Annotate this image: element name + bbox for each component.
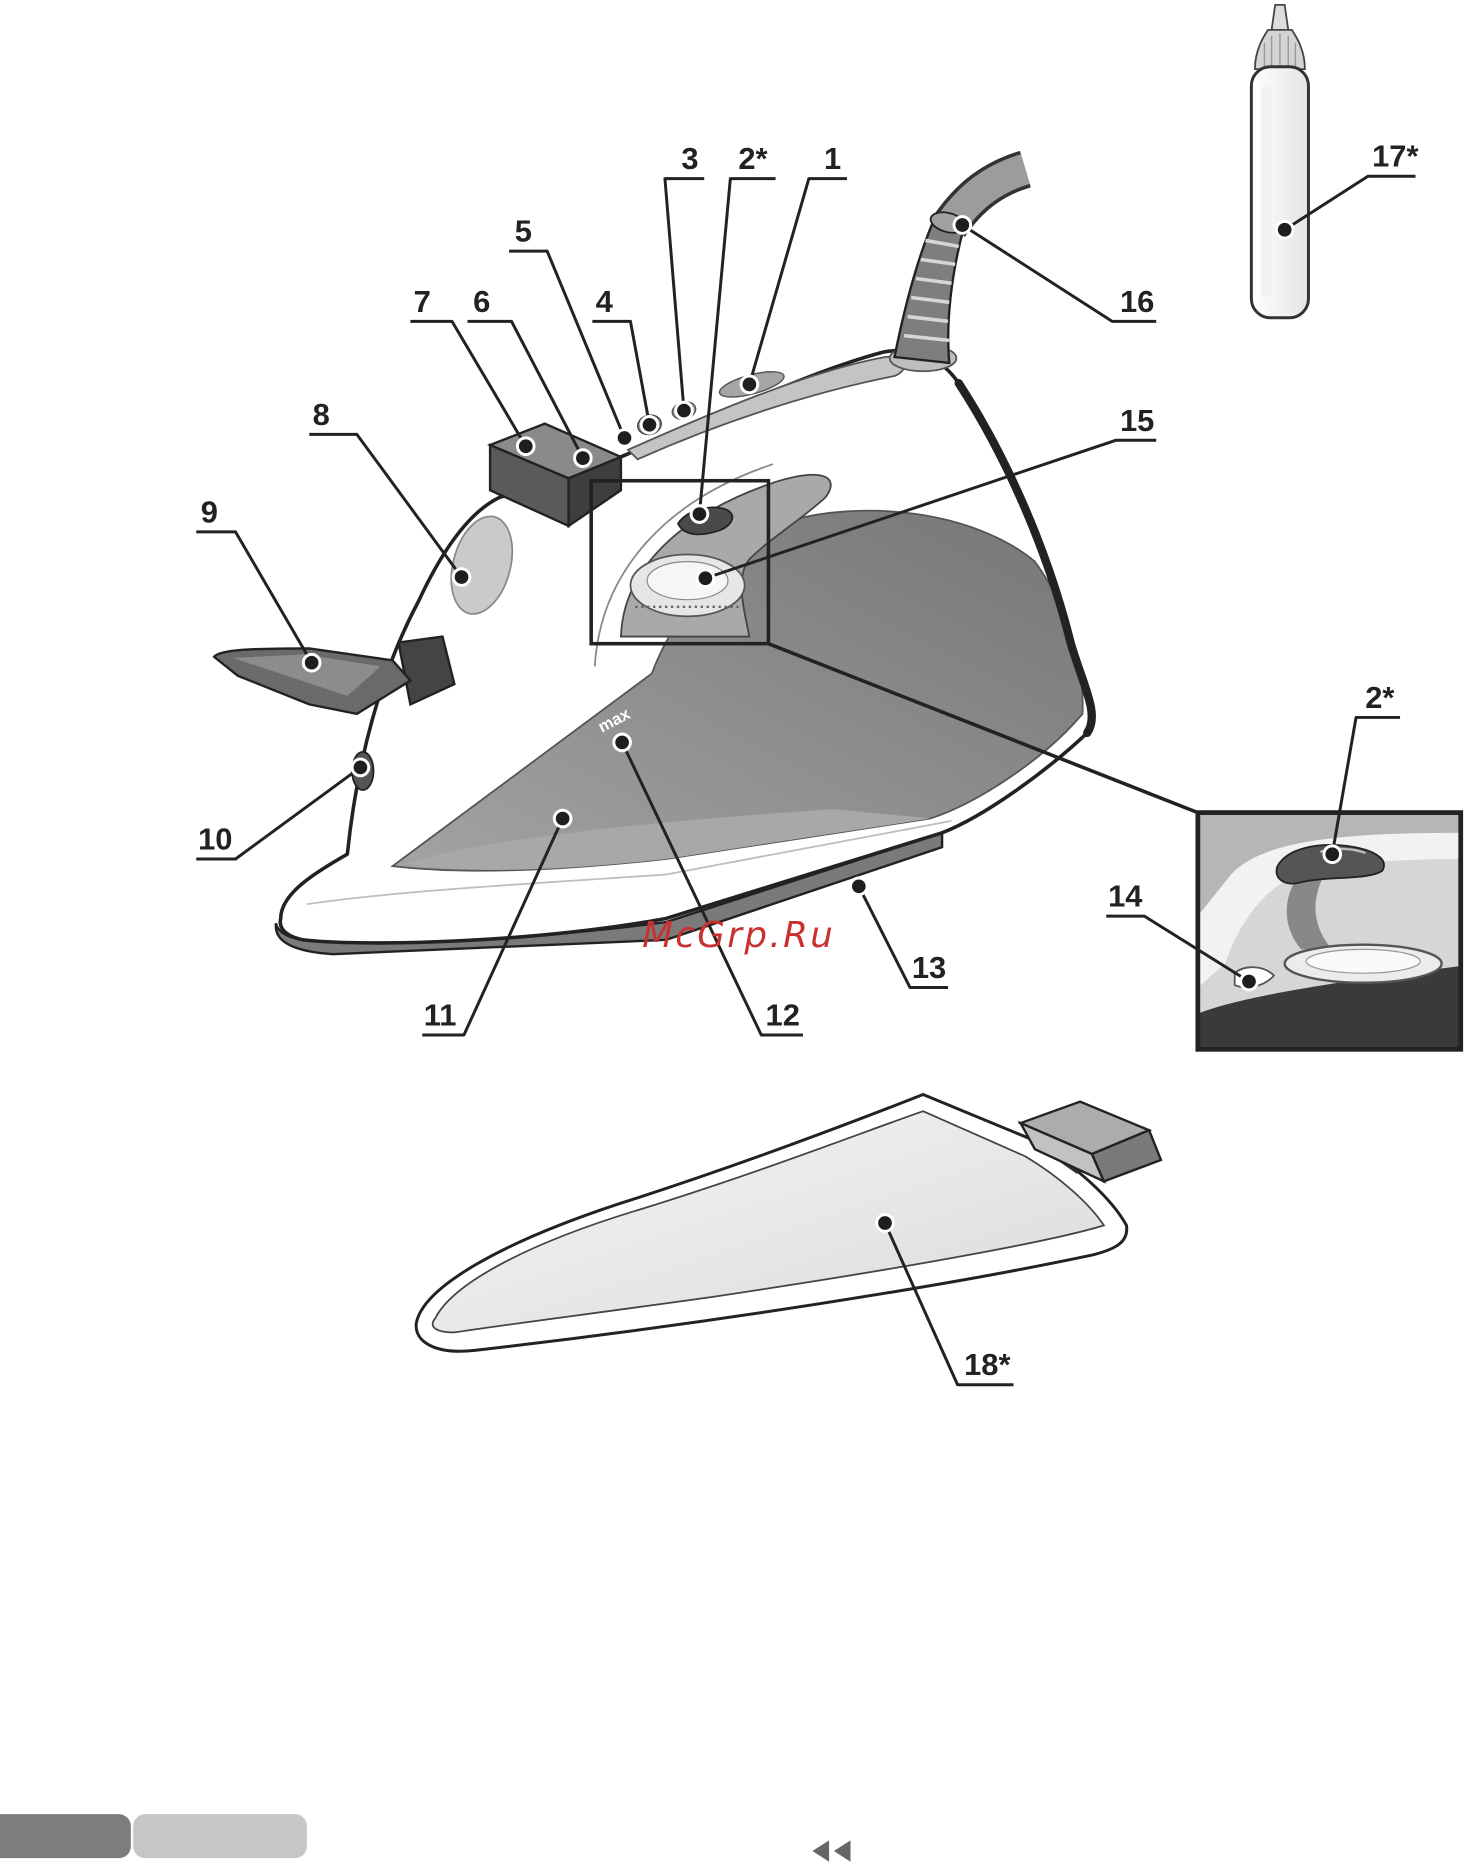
footer-tab-inactive (133, 1814, 307, 1858)
callout-dot (676, 402, 693, 419)
callout-label: 15 (1120, 403, 1154, 438)
bottle-highlight (1261, 86, 1272, 298)
callout-dot (697, 570, 714, 587)
callout-label: 11 (424, 998, 457, 1033)
callout-13: 13 (851, 878, 949, 987)
callout-label: 13 (912, 950, 946, 985)
double-left-triangle-icon (812, 1840, 850, 1861)
callout-label: 6 (473, 284, 490, 319)
callout-3: 3 (665, 141, 704, 419)
callout-label: 3 (681, 141, 698, 176)
callout-dot (954, 217, 971, 234)
inset-dial-cap (1306, 949, 1420, 973)
watermark: McGrp.Ru (642, 915, 835, 956)
callout-label: 17* (1372, 139, 1418, 174)
callout-dot (453, 569, 470, 586)
callout-label: 16 (1120, 284, 1154, 319)
leader-line (196, 532, 311, 663)
left-triangle-icon (812, 1840, 829, 1861)
callout-dot (851, 878, 868, 895)
leader-line (309, 434, 461, 577)
steam-iron: max (214, 169, 1092, 954)
callout-dot (1276, 221, 1293, 238)
bottle-body (1251, 67, 1308, 318)
callout-label: 9 (201, 494, 218, 529)
leader-line (749, 179, 847, 385)
callout-dot (616, 430, 633, 447)
callout-dot (517, 438, 534, 455)
callout-label: 10 (198, 821, 232, 856)
callout-label: 4 (596, 284, 614, 319)
callout-5: 5 (509, 214, 633, 447)
callout-dot (554, 810, 571, 827)
callout-label: 18* (964, 1347, 1010, 1382)
callout-10: 10 (196, 759, 368, 859)
callout-8: 8 (309, 397, 470, 586)
callout-label: 14 (1108, 879, 1143, 914)
callout-label: 7 (414, 284, 431, 319)
callout-dot (641, 416, 658, 433)
callout-label: 12 (766, 998, 800, 1033)
callout-16: 16 (954, 217, 1156, 322)
callout-dot (741, 376, 758, 393)
temperature-dial-cap (647, 562, 728, 600)
callout-dot (352, 759, 369, 776)
leader-line (665, 179, 704, 411)
callout-label: 5 (515, 214, 532, 249)
bottle-nozzle (1272, 5, 1289, 30)
callout-dot (1324, 846, 1341, 863)
water-bottle (1251, 5, 1308, 318)
footer-tab-active (0, 1814, 131, 1858)
callout-dot (303, 654, 320, 671)
callout-label: 8 (313, 397, 330, 432)
callout-dot (691, 506, 708, 523)
leader-line (592, 321, 649, 424)
callout-9: 9 (196, 494, 320, 671)
callout-4: 4 (592, 284, 657, 433)
callout-dot (614, 734, 631, 751)
callout-dot (575, 450, 592, 467)
callout-label: 2* (1365, 680, 1394, 715)
page-footer (0, 1814, 851, 1862)
callout-label: 1 (824, 141, 841, 176)
callout-dot (877, 1215, 894, 1232)
left-triangle-icon (834, 1840, 851, 1861)
callout-label: 2* (738, 141, 767, 176)
leader-line (410, 321, 525, 446)
iron-rest-tray (416, 1095, 1161, 1352)
leader-line (509, 251, 624, 438)
callout-dot (1241, 973, 1258, 990)
